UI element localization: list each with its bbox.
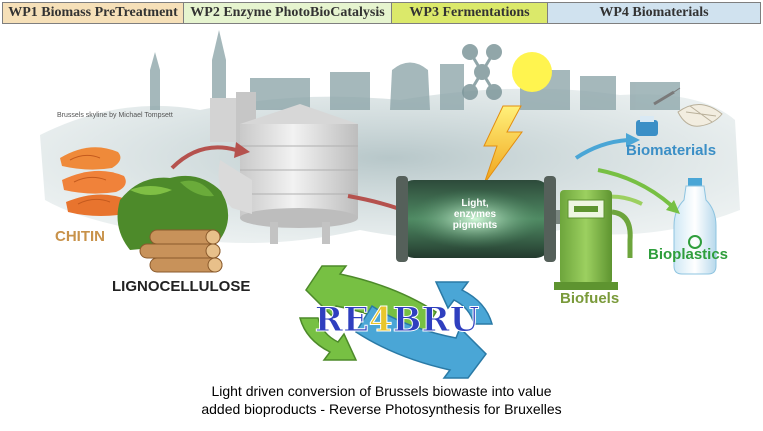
logo-part-4: 4 (369, 300, 393, 340)
biomaterials-label: Biomaterials (626, 142, 717, 159)
photobioreactor (396, 176, 570, 262)
fuel-pump-icon (554, 190, 643, 290)
logo-part-re: RE (315, 300, 369, 340)
logo-part-bru: BRU (393, 300, 480, 340)
bottle-icon (673, 178, 717, 275)
biomaterials-icon (636, 87, 723, 136)
wp4-tab: WP4 Biomaterials (548, 2, 761, 24)
lightning-icon (483, 105, 523, 185)
reactor-label-line1: Light, enzymes (453, 198, 497, 220)
arrow-red-1-head (234, 142, 250, 158)
arrow-red-1 (170, 145, 237, 170)
lignocellulose-icon (117, 175, 229, 273)
bioplastics-label: Bioplastics (648, 246, 729, 263)
sun-icon (512, 52, 552, 92)
biofuels-label: Biofuels (560, 290, 620, 307)
shrimp-icon (60, 147, 130, 216)
chitin-label: CHITIN (55, 228, 105, 245)
caption-line2: added bioproducts - Reverse Photosynthes… (201, 401, 562, 417)
caption-line1: Light driven conversion of Brussels biow… (211, 383, 552, 399)
arrow-to-bioplastics (597, 168, 674, 208)
wp3-tab: WP3 Fermentations (392, 2, 548, 24)
lignocellulose-label: LIGNOCELLULOSE (112, 278, 251, 295)
wp2-tab: WP2 Enzyme PhotoBioCatalysis (184, 2, 392, 24)
silo-icon (210, 92, 358, 244)
arrow-to-biomaterials (574, 138, 629, 160)
recycle-arrows-icon (299, 265, 493, 379)
arrow-to-bioplastics-head (666, 200, 680, 214)
caption: Light driven conversion of Brussels biow… (0, 382, 763, 418)
wp1-tab: WP1 Biomass PreTreatment (2, 2, 184, 24)
logo-text: RE4BRU (315, 300, 480, 340)
arrow-to-biomaterials-head (626, 133, 640, 147)
skyline-credit: Brussels skyline by Michael Tompsett (57, 112, 173, 119)
reactor-label: Light, enzymes pigments (446, 198, 504, 231)
work-package-bar: WP1 Biomass PreTreatment WP2 Enzyme Phot… (2, 2, 761, 24)
reactor-label-line2: pigments (452, 220, 498, 231)
atomium-icon (462, 44, 502, 100)
